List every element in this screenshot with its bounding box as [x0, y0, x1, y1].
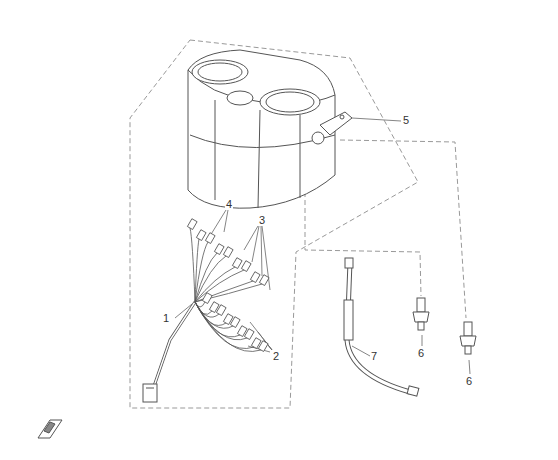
- callout-number: 7: [370, 350, 378, 362]
- callout-number: 6: [417, 347, 425, 359]
- speedometer-housing: [188, 50, 352, 208]
- group-outline: [130, 40, 466, 408]
- wire-harness: [143, 302, 195, 402]
- harness-wires: [187, 219, 269, 352]
- speedometer-cable: [344, 258, 419, 396]
- callout-number: 2: [272, 350, 280, 362]
- front-arrow-icon: [38, 420, 62, 438]
- callout-number: 3: [258, 214, 266, 226]
- callout-number: 1: [162, 312, 170, 324]
- callout-number: 6: [465, 375, 473, 387]
- bolts: [413, 298, 476, 354]
- callout-number: 5: [402, 114, 410, 126]
- callout-number: 4: [225, 198, 233, 210]
